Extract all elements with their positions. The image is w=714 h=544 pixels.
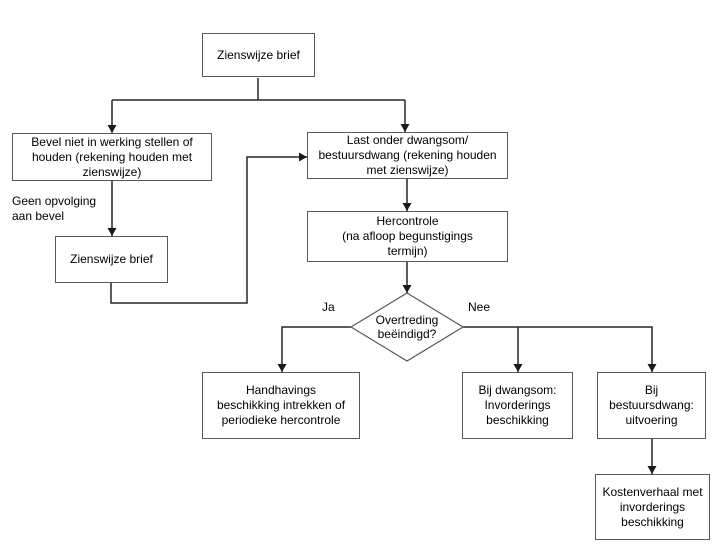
node-label-line: beschikking intrekken of — [216, 398, 346, 412]
connector-zienswijze2-loop-to-last-onder — [110, 152, 307, 304]
edge-label-line: aan bevel — [12, 209, 65, 223]
node-label-line: Zienswijze brief — [217, 47, 300, 62]
node-bevel-niet-in-werking: Bevel niet in werking stellen of houden … — [12, 133, 212, 181]
connector-ja-to-handhavings — [277, 326, 351, 372]
node-label-line: beschikking — [621, 514, 684, 529]
node-overtreding-decision: Overtreding beëindigd? — [349, 295, 465, 359]
edge-label-ja: Ja — [322, 300, 335, 314]
node-bij-bestuursdwang: Bij bestuursdwang: uitvoering — [597, 372, 706, 439]
node-last-onder-dwangsom: Last onder dwangsom/ bestuursdwang (reke… — [307, 132, 508, 179]
edge-label-nee: Nee — [468, 300, 491, 314]
decision-diamond-shape — [349, 292, 465, 362]
node-label-line: bestuursdwang: — [609, 398, 694, 412]
node-label-line: met zienswijze) — [366, 163, 449, 177]
node-label-line: Hercontrole — [376, 214, 439, 228]
node-zienswijze-brief-2: Zienswijze brief — [55, 236, 168, 283]
node-label-line: termijn) — [387, 244, 428, 258]
node-label-line: periodieke hercontrole — [221, 413, 341, 427]
node-label-line: Bij dwangsom: — [478, 383, 557, 397]
node-label-line: Bevel niet in werking stellen of — [31, 134, 193, 149]
node-kostenverhaal: Kostenverhaal met invorderings beschikki… — [595, 474, 710, 540]
node-label-line: Kostenverhaal met — [602, 484, 703, 499]
node-label-line: invorderings — [619, 499, 686, 514]
connector-nee-to-bestuursdwang — [463, 326, 657, 372]
node-label-line: (na afloop begunstigings — [342, 229, 473, 243]
node-label-line: beschikking — [486, 413, 549, 427]
node-label-line: Handhavings — [245, 383, 317, 397]
node-label-line: beëindigd? — [377, 327, 437, 341]
node-zienswijze-brief-top: Zienswijze brief — [202, 33, 315, 77]
node-label-line: bestuursdwang (rekening houden — [318, 148, 497, 162]
node-label-line: Last onder dwangsom/ — [346, 133, 469, 147]
node-label-line: Overtreding — [375, 313, 439, 327]
node-bij-dwangsom: Bij dwangsom: Invorderings beschikking — [462, 372, 573, 439]
edge-label-geen-opvolging: Geen opvolging aan bevel — [12, 194, 96, 224]
node-label-line: zienswijze) — [82, 164, 142, 179]
node-label-line: Bij — [644, 383, 659, 397]
edge-label-line: Geen opvolging — [12, 194, 97, 208]
node-handhavings-beschikking: Handhavings beschikking intrekken of per… — [202, 372, 360, 439]
node-label-line: Invorderings — [484, 398, 551, 412]
node-label-line: Zienswijze brief — [70, 252, 153, 266]
node-hercontrole: Hercontrole (na afloop begunstigings ter… — [307, 211, 508, 262]
node-label-line: uitvoering — [625, 413, 678, 427]
node-label-line: houden (rekening houden met — [31, 149, 193, 164]
